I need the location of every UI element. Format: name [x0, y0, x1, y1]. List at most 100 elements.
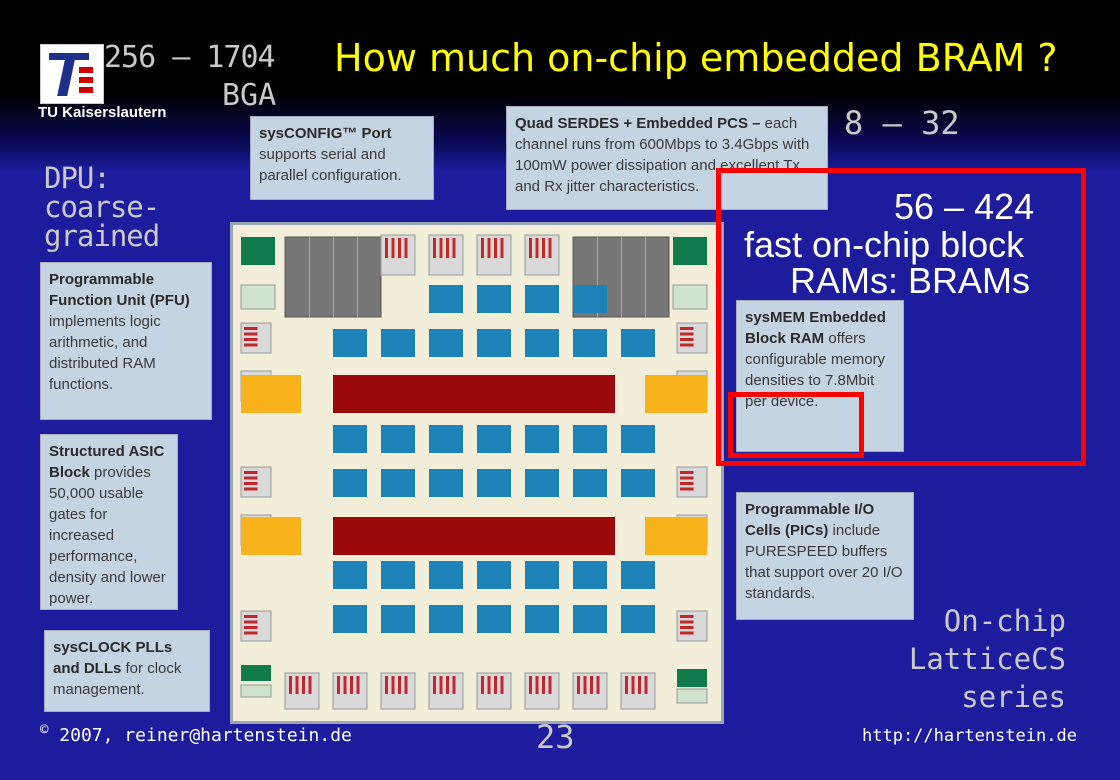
io-pin: [680, 338, 694, 341]
callout-sysconfig: sysCONFIG™ Port supports serial and para…: [250, 116, 434, 200]
io-pin: [244, 327, 258, 330]
io-pin: [548, 238, 552, 258]
io-pin: [638, 676, 641, 694]
tu-kaiserslautern-logo: [40, 44, 104, 104]
io-pin: [680, 332, 694, 336]
plb-block: [333, 469, 367, 497]
plb-block: [429, 425, 463, 453]
slide-title: How much on-chip embedded BRAM ?: [334, 36, 1058, 80]
plb-block: [477, 469, 511, 497]
io-pin: [680, 482, 694, 485]
io-pin: [244, 343, 258, 347]
callout-sysclock: sysCLOCK PLLs and DLLs for clock managem…: [44, 630, 210, 712]
io-pin: [244, 626, 258, 629]
io-block: [645, 517, 707, 555]
plb-block: [621, 329, 655, 357]
io-pin: [680, 343, 694, 347]
io-pin: [295, 676, 299, 694]
onchip-label: On-chip LatticeCS series: [896, 602, 1066, 716]
io-pin: [644, 676, 648, 694]
io-pin: [446, 238, 449, 258]
plb-block: [381, 469, 415, 497]
plb-block: [429, 329, 463, 357]
plb-block: [525, 329, 559, 357]
onchip-line-2: LatticeCS: [908, 642, 1066, 676]
plb-block: [477, 329, 511, 357]
plb-block: [333, 561, 367, 589]
io-pin: [337, 676, 340, 694]
io-pin: [680, 476, 694, 480]
callout-serdes-title: Quad SERDES + Embedded PCS –: [515, 115, 761, 132]
callout-pic-title: Programmable I/O Cells (PICs): [745, 501, 875, 539]
plb-block: [573, 285, 607, 313]
io-pin: [356, 676, 360, 694]
io-pin: [625, 676, 628, 694]
io-pin: [680, 615, 694, 618]
plb-block: [429, 561, 463, 589]
plb-block: [381, 425, 415, 453]
io-pin: [244, 332, 258, 336]
io-pin: [487, 238, 491, 258]
callout-pfu: Programmable Function Unit (PFU) impleme…: [40, 262, 212, 420]
footer-url: http://hartenstein.de: [862, 726, 1077, 746]
io-pin: [244, 338, 258, 341]
io-pin: [289, 676, 292, 694]
plb-block: [621, 561, 655, 589]
io-pin: [385, 676, 388, 694]
io-pin: [244, 476, 258, 480]
io-pin: [680, 626, 694, 629]
io-pin: [590, 676, 593, 694]
io-pin: [487, 676, 491, 694]
pll-block: [241, 665, 271, 681]
io-pin: [535, 676, 539, 694]
callout-pic: Programmable I/O Cells (PICs) include PU…: [736, 492, 914, 620]
io-pin: [446, 676, 449, 694]
io-pin: [308, 676, 312, 694]
plb-block: [381, 329, 415, 357]
io-pin: [452, 238, 456, 258]
package-type: BGA: [222, 78, 277, 113]
io-pin: [391, 238, 395, 258]
plb-block: [381, 561, 415, 589]
plb-block: [573, 469, 607, 497]
chip-diagram: [240, 234, 708, 710]
pll-block: [241, 237, 275, 265]
bram-highlight-box: [716, 168, 1086, 466]
io-pin: [244, 482, 258, 485]
io-pin: [481, 238, 484, 258]
plb-block: [573, 329, 607, 357]
serdes-divider: [597, 237, 598, 317]
io-pin: [680, 327, 694, 330]
io-pin: [391, 676, 395, 694]
dpu-label: DPU: coarse- grained: [44, 164, 160, 251]
io-pin: [439, 238, 443, 258]
serdes-divider: [621, 237, 622, 317]
io-pin: [439, 676, 443, 694]
io-pin: [542, 238, 545, 258]
logo-caption: TU Kaiserslautern: [38, 104, 167, 121]
io-pin: [433, 676, 436, 694]
callout-sysclock-text: for clock management.: [53, 660, 182, 698]
io-pin: [577, 676, 580, 694]
pin-count: 256 – 1704: [104, 40, 276, 75]
io-pin: [583, 676, 587, 694]
io-pin: [244, 631, 258, 635]
plb-block: [525, 561, 559, 589]
page-number: 23: [536, 718, 575, 756]
io-pin: [398, 238, 401, 258]
copyright: © 2007, reiner@hartenstein.de: [40, 722, 352, 746]
callout-pic-text: include PURESPEED buffers that support o…: [745, 522, 903, 602]
io-pin: [494, 238, 497, 258]
io-pin: [244, 615, 258, 618]
plb-block: [333, 425, 367, 453]
onchip-line-1: On-chip: [943, 604, 1066, 638]
callout-sysmem-text: offers configurable memory densities to …: [745, 330, 886, 410]
pll-block: [240, 684, 272, 698]
plb-block: [621, 469, 655, 497]
io-pin: [350, 676, 353, 694]
plb-block: [573, 605, 607, 633]
plb-block: [621, 425, 655, 453]
plb-block: [573, 425, 607, 453]
io-pin: [529, 238, 532, 258]
serdes-divider: [357, 237, 358, 317]
